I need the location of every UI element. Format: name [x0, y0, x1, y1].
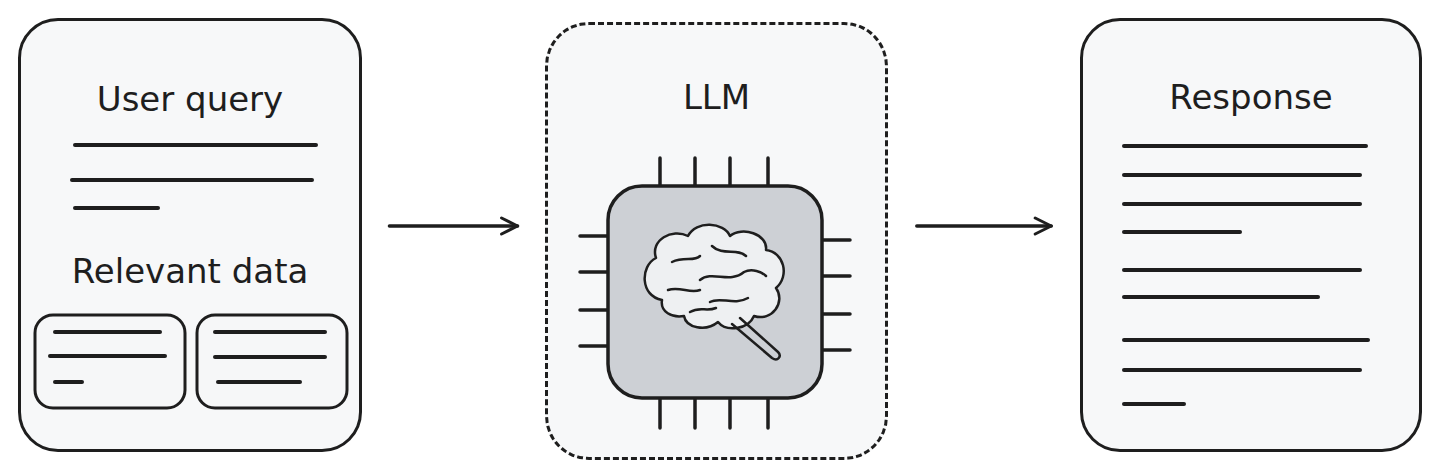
box-heading: LLM — [548, 77, 885, 117]
llm-box: LLM — [545, 22, 888, 460]
response-box: Response — [1080, 18, 1422, 452]
section-heading: Relevant data — [21, 251, 359, 291]
flow-arrow — [917, 224, 1051, 228]
box-heading: Response — [1083, 77, 1419, 117]
box-heading: User query — [21, 79, 359, 119]
flow-arrow — [389, 224, 517, 228]
input-box: User queryRelevant data — [18, 18, 362, 452]
